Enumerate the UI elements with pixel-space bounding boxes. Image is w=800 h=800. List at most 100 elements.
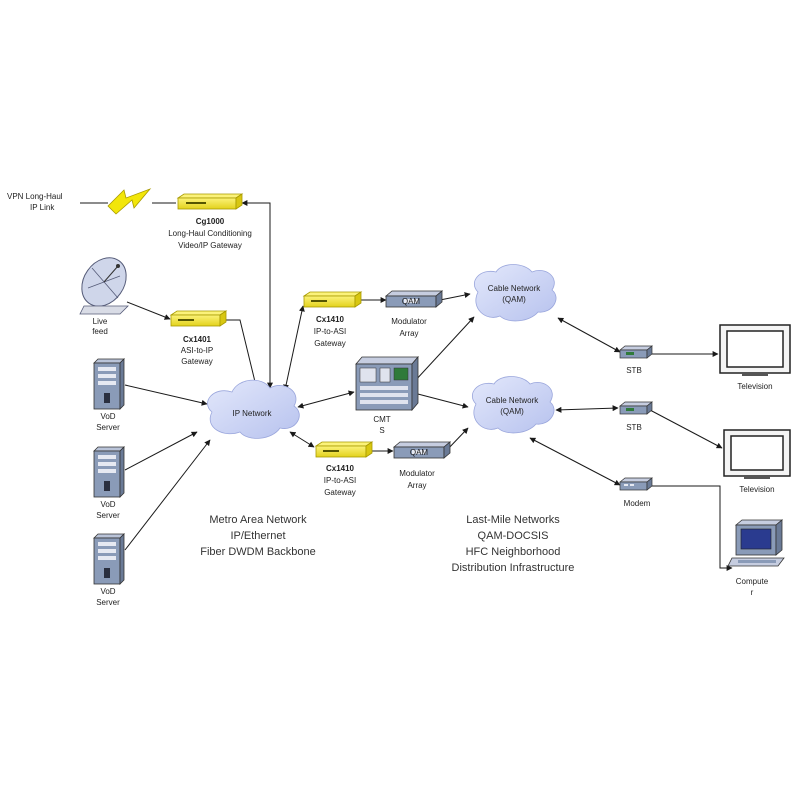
vod-server-2-line1: VoD	[100, 500, 115, 509]
edge-modem-to-computer	[648, 485, 733, 571]
modem[interactable]: Modem	[619, 477, 653, 508]
cx1410-lower-line2: Gateway	[324, 488, 356, 497]
vpn-label-line2: IP Link	[30, 203, 55, 212]
cmts[interactable]: CMT S	[355, 355, 419, 435]
computer[interactable]: Compute r	[727, 519, 785, 597]
computer-line1: Compute	[736, 577, 769, 586]
cx1410-lower-name: Cx1410	[326, 464, 355, 473]
edge-ip-network-to-cmts	[297, 390, 355, 409]
modulator-upper-line2: Array	[399, 329, 418, 338]
cloud-icon	[471, 376, 555, 434]
edge-server1-to-ip-network	[124, 384, 208, 406]
edge-cx1401-to-ip-network	[224, 319, 259, 391]
lightning-bolt-icon	[107, 188, 152, 215]
server-tower-icon	[93, 358, 125, 410]
edge-satellite-to-cx1401	[126, 301, 171, 320]
edge-server2-to-ip-network	[124, 431, 198, 471]
modulator-lower-tag: QAM	[410, 448, 429, 457]
cx1410-gateway-upper[interactable]: Cx1410 IP-to-ASI Gateway	[302, 291, 363, 348]
gateway-device-icon	[176, 193, 244, 210]
edge-ip-network-to-cx1410-lower	[289, 431, 315, 448]
edge-cmts-to-cable-lower	[413, 392, 469, 409]
edge-server3-to-ip-network	[124, 439, 211, 551]
vod-server-1-line2: Server	[96, 423, 120, 432]
last-mile-caption: Last-Mile Networks QAM-DOCSIS HFC Neighb…	[452, 514, 575, 574]
stb-upper-label: STB	[626, 366, 642, 375]
qam-modulator-upper[interactable]: QAM Modulator Array	[384, 290, 444, 338]
satellite-live-feed[interactable]: Live feed	[73, 249, 136, 336]
cx1410-lower-line1: IP-to-ASI	[324, 476, 356, 485]
edge-ip-network-to-cx1410-upper	[283, 305, 305, 391]
modem-icon	[619, 477, 653, 491]
cg1000-name: Cg1000	[196, 217, 225, 226]
lastmile-caption-line2: QAM-DOCSIS	[478, 530, 549, 542]
satellite-line2: feed	[92, 327, 108, 336]
cx1410-upper-line2: Gateway	[314, 339, 346, 348]
modulator-icon	[392, 441, 452, 459]
modulator-icon	[384, 290, 444, 308]
computer-line2: r	[751, 588, 754, 597]
cx1401-line2: Gateway	[181, 357, 213, 366]
cx1410-upper-line1: IP-to-ASI	[314, 327, 346, 336]
television-upper[interactable]: Television	[719, 324, 791, 391]
cable-lower-line1: Cable Network	[486, 396, 539, 405]
cable-network-upper[interactable]: Cable Network (QAM)	[473, 264, 557, 322]
metro-caption-line2: IP/Ethernet	[230, 530, 285, 542]
modem-label: Modem	[624, 499, 651, 508]
vod-server-2[interactable]: VoD Server	[93, 446, 125, 520]
modulator-upper-line1: Modulator	[391, 317, 427, 326]
cg1000-gateway[interactable]: Cg1000 Long-Haul Conditioning Video/IP G…	[168, 193, 252, 250]
cx1410-upper-name: Cx1410	[316, 315, 345, 324]
television-lower[interactable]: Television	[723, 429, 791, 494]
ip-network-label: IP Network	[233, 409, 273, 418]
cable-upper-line1: Cable Network	[488, 284, 541, 293]
lastmile-caption-line4: Distribution Infrastructure	[452, 562, 575, 574]
cable-network-lower[interactable]: Cable Network (QAM)	[471, 376, 555, 434]
vod-server-3-line2: Server	[96, 598, 120, 607]
cg1000-line2: Video/IP Gateway	[178, 241, 242, 250]
cable-upper-line2: (QAM)	[502, 295, 526, 304]
stb-lower[interactable]: STB	[619, 401, 653, 432]
tv-upper-label: Television	[737, 382, 772, 391]
satellite-line1: Live	[93, 317, 108, 326]
server-tower-icon	[93, 533, 125, 585]
cloud-icon	[473, 264, 557, 322]
television-icon	[719, 324, 791, 376]
vpn-label-line1: VPN Long-Haul	[7, 192, 63, 201]
television-icon	[723, 429, 791, 479]
metro-caption-line3: Fiber DWDM Backbone	[200, 546, 316, 558]
stb-upper[interactable]: STB	[619, 345, 653, 375]
metro-caption-line1: Metro Area Network	[209, 514, 307, 526]
set-top-box-icon	[619, 401, 653, 415]
vod-server-2-line2: Server	[96, 511, 120, 520]
cmts-line1: CMT	[373, 415, 390, 424]
vod-server-3[interactable]: VoD Server	[93, 533, 125, 607]
modulator-lower-line1: Modulator	[399, 469, 435, 478]
cmts-chassis-icon	[355, 355, 419, 412]
connections	[124, 200, 733, 571]
vod-server-1-line1: VoD	[100, 412, 115, 421]
tv-lower-label: Television	[739, 485, 774, 494]
cx1401-name: Cx1401	[183, 335, 212, 344]
cx1401-gateway[interactable]: Cx1401 ASI-to-IP Gateway	[169, 310, 228, 366]
gateway-device-icon	[169, 310, 228, 327]
cx1410-gateway-lower[interactable]: Cx1410 IP-to-ASI Gateway	[314, 441, 374, 497]
edge-modulator-upper-to-cable	[439, 292, 471, 301]
vod-server-1[interactable]: VoD Server	[93, 358, 125, 432]
cmts-line2: S	[379, 426, 384, 435]
cable-lower-line2: (QAM)	[500, 407, 524, 416]
stb-lower-label: STB	[626, 423, 642, 432]
satellite-dish-icon	[79, 257, 129, 315]
cloud-icon	[207, 379, 300, 439]
ip-network-cloud[interactable]: IP Network	[207, 379, 300, 439]
vpn-link: VPN Long-Haul IP Link	[7, 188, 152, 215]
lastmile-caption-line3: HFC Neighborhood	[466, 546, 561, 558]
edge-stb-lower-to-tv	[649, 409, 723, 449]
edge-cable-lower-to-stb	[555, 405, 619, 413]
edge-cmts-to-cable-upper	[413, 316, 475, 383]
qam-modulator-lower[interactable]: QAM Modulator Array	[392, 441, 452, 490]
edge-cable-upper-to-stb	[557, 317, 621, 353]
modulator-lower-line2: Array	[407, 481, 426, 490]
modulator-upper-tag: QAM	[402, 297, 421, 306]
